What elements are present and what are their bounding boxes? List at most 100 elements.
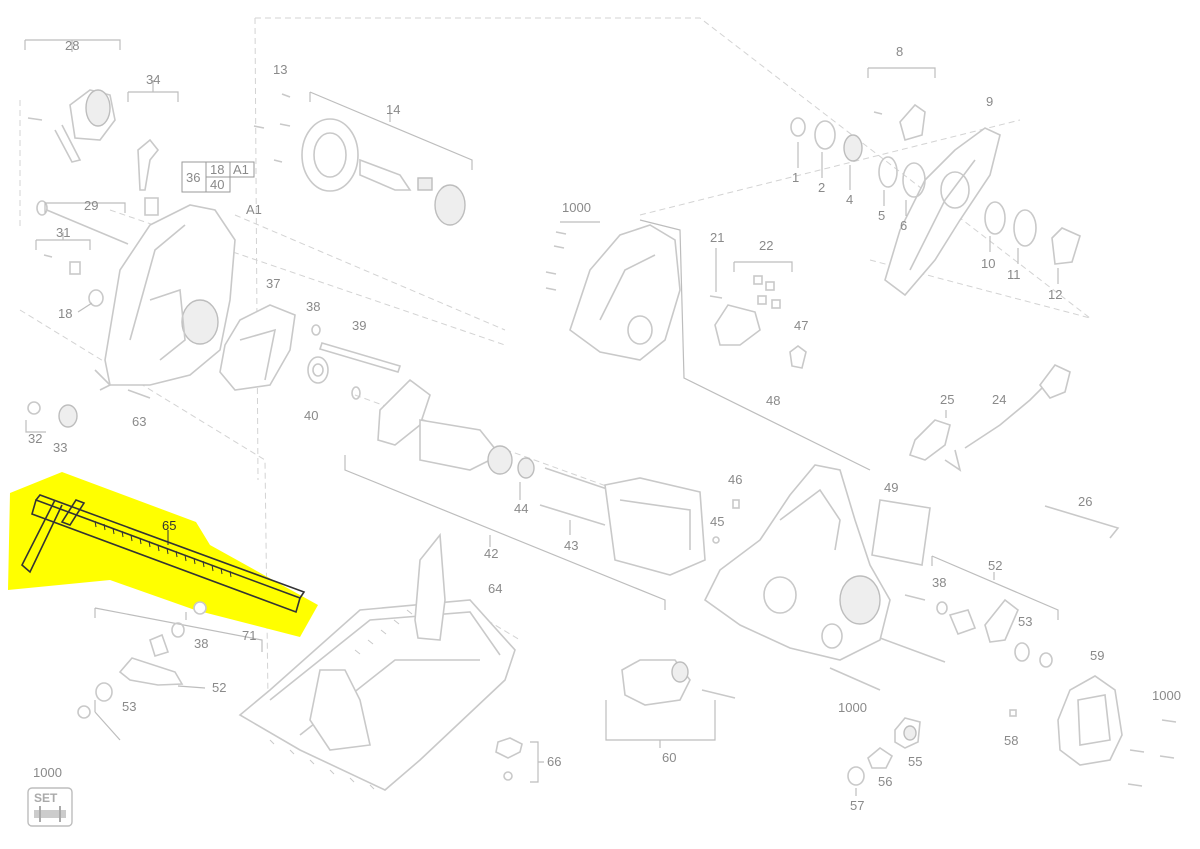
part-label-18: 18: [58, 306, 72, 321]
ruler-scale-ticks: [94, 520, 232, 578]
part-label-59: 59: [1090, 648, 1104, 663]
part-label-38-right: 38: [932, 575, 946, 590]
part-label-40: 40: [304, 408, 318, 423]
part-label-47: 47: [794, 318, 808, 333]
part-label-1000-bottom: 1000: [838, 700, 867, 715]
part-14-gear-assembly: [301, 118, 466, 226]
part-24-power-cord: 24: [944, 364, 1071, 472]
bracket-8: 8: [867, 44, 936, 141]
part-label-57: 57: [850, 798, 864, 813]
part-36-table: 36 18 A1 40: [181, 161, 255, 193]
part-label-24: 24: [992, 392, 1006, 407]
part-1000-set-badge: 1000 SET: [27, 765, 73, 827]
part-label-22: 22: [759, 238, 773, 253]
part-label-38: 38: [306, 299, 320, 314]
part-29-bolt: 29: [36, 198, 129, 245]
part-label-65: 65: [162, 518, 176, 533]
part-label-1: 1: [792, 170, 799, 185]
fence-ruler-part: [21, 494, 306, 614]
part-label-37: 37: [266, 276, 280, 291]
part-label-21: 21: [710, 230, 724, 245]
part-label-40-table: 40: [210, 177, 224, 192]
motor-housing-cover: [569, 219, 871, 471]
part-label-5: 5: [878, 208, 885, 223]
part-label-46: 46: [728, 472, 742, 487]
part-66-knob: 66: [495, 737, 561, 783]
set-badge-text: SET: [34, 791, 58, 805]
part-label-55: 55: [908, 754, 922, 769]
part-label-52-lower: 52: [212, 680, 226, 695]
highlight-area: [8, 472, 318, 637]
part-25-cable-protector: 25: [908, 392, 954, 461]
part-label-11: 11: [1007, 267, 1021, 282]
part-label-1000-top: 1000: [562, 200, 591, 215]
part-46-45: 46 45: [710, 472, 742, 544]
part-label-14: 14: [386, 102, 400, 117]
part-55-56-57: 55 56 57: [847, 717, 922, 813]
part-label-45: 45: [710, 514, 724, 529]
part-label-52-right: 52: [988, 558, 1002, 573]
part-label-29: 29: [84, 198, 98, 213]
part-60-handle-cap: 60: [605, 659, 736, 765]
part-21-22: 21 22: [709, 230, 793, 346]
part-label-34: 34: [146, 72, 160, 87]
part-49-label: 49: [871, 480, 931, 566]
part-label-A1-table: A1: [233, 162, 249, 177]
bracket-1000-top: 1000: [545, 200, 600, 291]
part-label-64: 64: [488, 581, 502, 596]
part-label-10: 10: [981, 256, 995, 271]
bracket-13: 13: [253, 62, 291, 163]
part-label-25: 25: [940, 392, 954, 407]
part-label-39: 39: [352, 318, 366, 333]
bracket-52-right: 52 38 53: [829, 555, 1059, 691]
part-label-36: 36: [186, 170, 200, 185]
part-label-1000-set: 1000: [33, 765, 62, 780]
part-label-9: 9: [986, 94, 993, 109]
part-label-56: 56: [878, 774, 892, 789]
part-label-18-table: 18: [210, 162, 224, 177]
part-1000-right-screws: 1000: [1127, 688, 1181, 787]
part-label-58: 58: [1004, 733, 1018, 748]
part-label-71: 71: [242, 628, 256, 643]
part-37-cover: 37: [219, 276, 296, 391]
part-label-8: 8: [896, 44, 903, 59]
part-armature: 42: [344, 378, 666, 610]
part-label-13: 13: [273, 62, 287, 77]
part-label-28: 28: [65, 38, 79, 53]
part-65-highlight[interactable]: 65: [8, 472, 318, 637]
part-label-53-right: 53: [1018, 614, 1032, 629]
part-18-bushing: 18: [58, 289, 104, 321]
part-label-33: 33: [53, 440, 67, 455]
part-40-bearing: 40: [304, 356, 329, 423]
part-label-53-lower: 53: [122, 699, 136, 714]
bracket-34: 34: [127, 72, 179, 102]
part-58: 58: [1004, 709, 1018, 748]
main-motor-housing: [703, 464, 891, 661]
part-1000-bottom: 1000: [838, 700, 867, 715]
part-label-6: 6: [900, 218, 907, 233]
part-label-A1: A1: [246, 202, 262, 217]
part-64-baseplate: 64: [238, 532, 516, 791]
blade-guard-housing: [94, 204, 236, 391]
part-47: 47: [789, 318, 808, 369]
part-63-pin: 63: [127, 389, 151, 429]
part-34-lever: [137, 138, 160, 216]
part-label-26: 26: [1078, 494, 1092, 509]
part-label-44: 44: [514, 501, 528, 516]
part-39-shaft: 39: [318, 318, 402, 373]
blade-flange-parts: 1 2 4 5 6 10 11 12: [790, 117, 1081, 302]
bracket-31: 31: [35, 225, 91, 275]
part-label-12: 12: [1048, 287, 1062, 302]
part-field-stator: [604, 477, 706, 576]
part-label-42: 42: [484, 546, 498, 561]
part-59-end-cap: 59: [1057, 648, 1123, 766]
part-label-31: 31: [56, 225, 70, 240]
part-label-1000-right: 1000: [1152, 688, 1181, 703]
part-label-38-lower: 38: [194, 636, 208, 651]
part-label-2: 2: [818, 180, 825, 195]
part-label-60: 60: [662, 750, 676, 765]
part-label-4: 4: [846, 192, 853, 207]
part-26-hex-key: 26: [1044, 494, 1120, 539]
bracket-14: 14: [309, 91, 473, 170]
bracket-71-lower: 71 38 52 53: [77, 601, 263, 741]
